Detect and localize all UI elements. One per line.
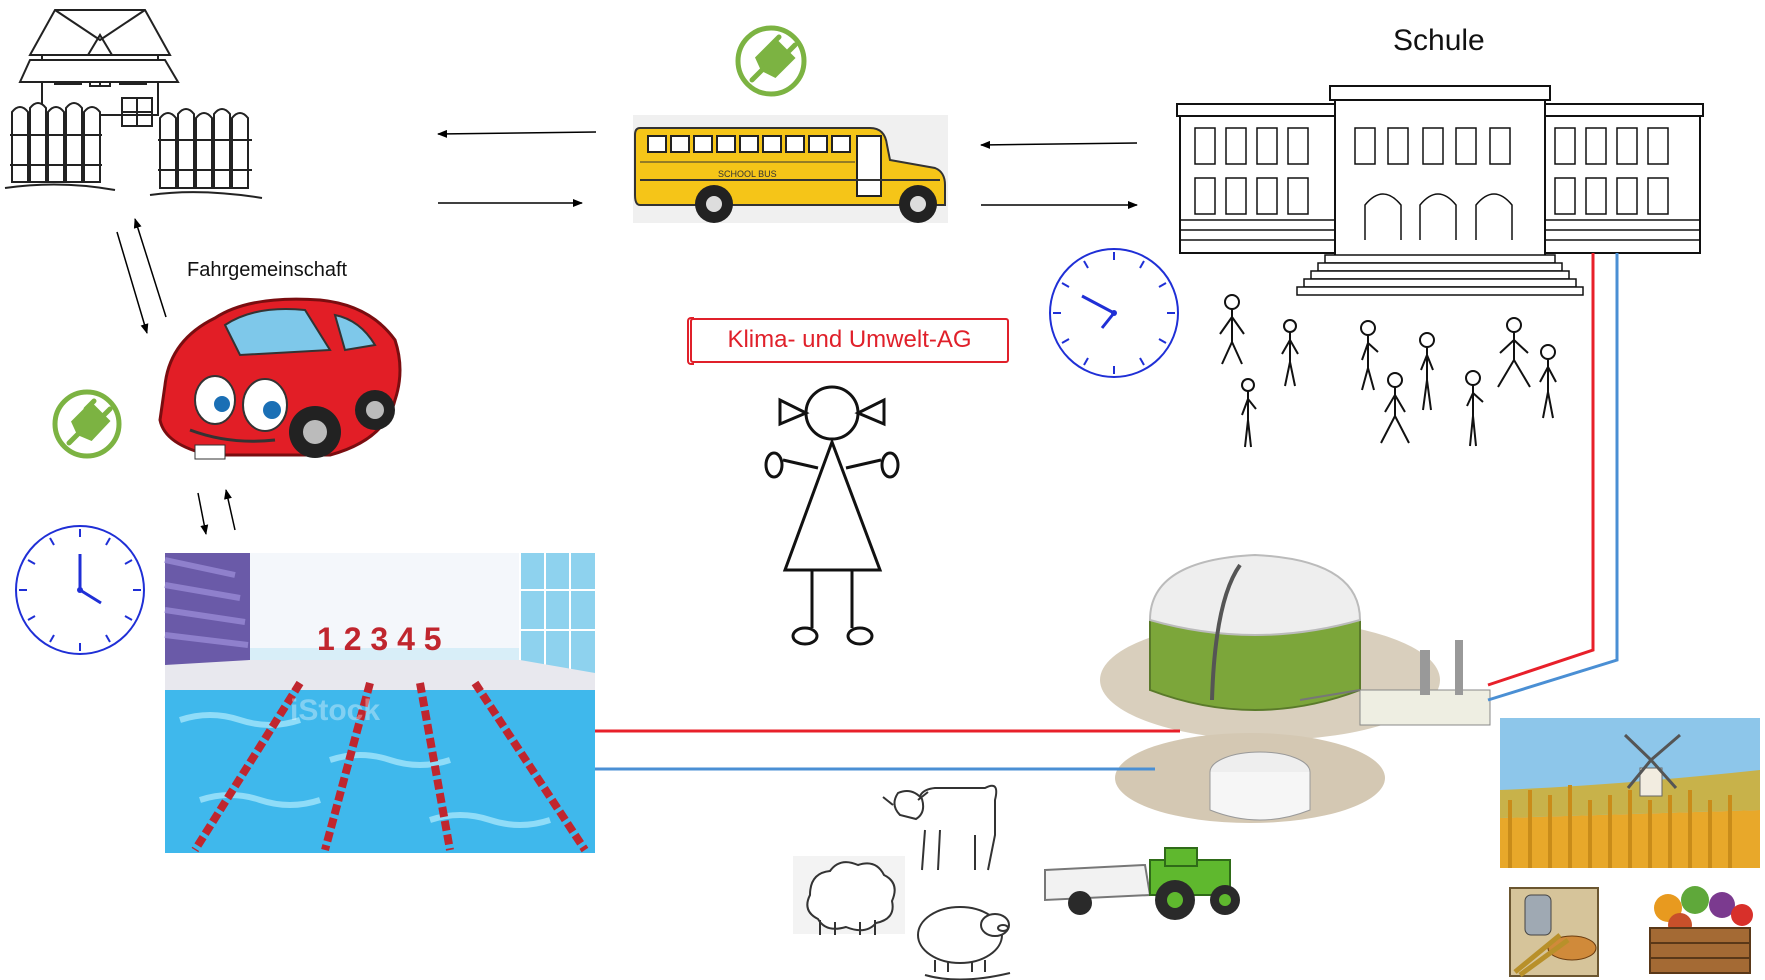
club-banner: Klima- und Umwelt-AG xyxy=(690,318,1009,363)
sheep-icon xyxy=(793,856,905,935)
students-stick-figures-icon xyxy=(1220,295,1556,447)
red-car-icon xyxy=(160,299,400,459)
arrows-house-car xyxy=(117,219,166,333)
arrows-house-bus xyxy=(438,132,596,203)
pool-watermark: iStock xyxy=(290,694,380,727)
electric-plug-icon xyxy=(55,392,119,456)
house-icon xyxy=(5,10,262,198)
grain-products-icon xyxy=(1505,880,1605,978)
arrows-car-pool xyxy=(198,490,235,534)
bus-sign: SCHOOL BUS xyxy=(718,169,777,179)
clock-icon xyxy=(1050,249,1178,377)
biogas-plant-icon xyxy=(1100,555,1490,823)
school-building-icon xyxy=(1177,86,1703,295)
electric-plug-icon xyxy=(738,28,804,94)
swimming-pool-icon: 1 2 3 4 5 iStock xyxy=(165,553,595,853)
arrows-bus-school xyxy=(981,143,1137,205)
wheat-field-icon xyxy=(1500,718,1760,868)
tractor-icon xyxy=(1045,848,1240,920)
school-bus-icon: SCHOOL BUS xyxy=(633,115,948,223)
girl-stick-figure-icon xyxy=(766,387,898,644)
vegetable-crate-icon xyxy=(1645,880,1755,978)
pig-icon xyxy=(918,907,1010,980)
club-banner-label: Klima- und Umwelt-AG xyxy=(692,326,1007,354)
lane-numbers: 1 2 3 4 5 xyxy=(317,621,442,657)
carpool-label: Fahrgemeinschaft xyxy=(187,259,348,281)
clock-icon xyxy=(16,526,144,654)
school-title: Schule xyxy=(1393,24,1485,57)
